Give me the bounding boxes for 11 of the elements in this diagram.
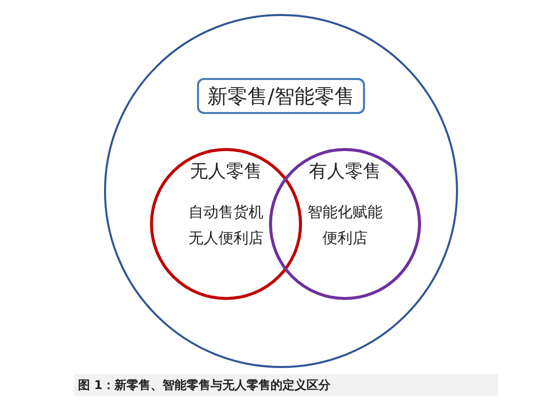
circle-heading: 无人零售 <box>189 160 263 183</box>
list-item: 无人便利店 <box>188 229 264 248</box>
venn-circle <box>150 148 302 300</box>
list-item: 自动售货机 <box>188 203 264 222</box>
title-box: 新零售/智能零售 <box>197 78 365 114</box>
circle-heading: 有人零售 <box>308 160 382 183</box>
outer-circle <box>104 14 458 368</box>
list-item: 便利店 <box>322 229 368 248</box>
list-item: 智能化赋能 <box>306 203 384 222</box>
figure-caption: 图 1：新零售、智能零售与无人零售的定义区分 <box>74 374 498 396</box>
venn-circle <box>269 148 421 300</box>
